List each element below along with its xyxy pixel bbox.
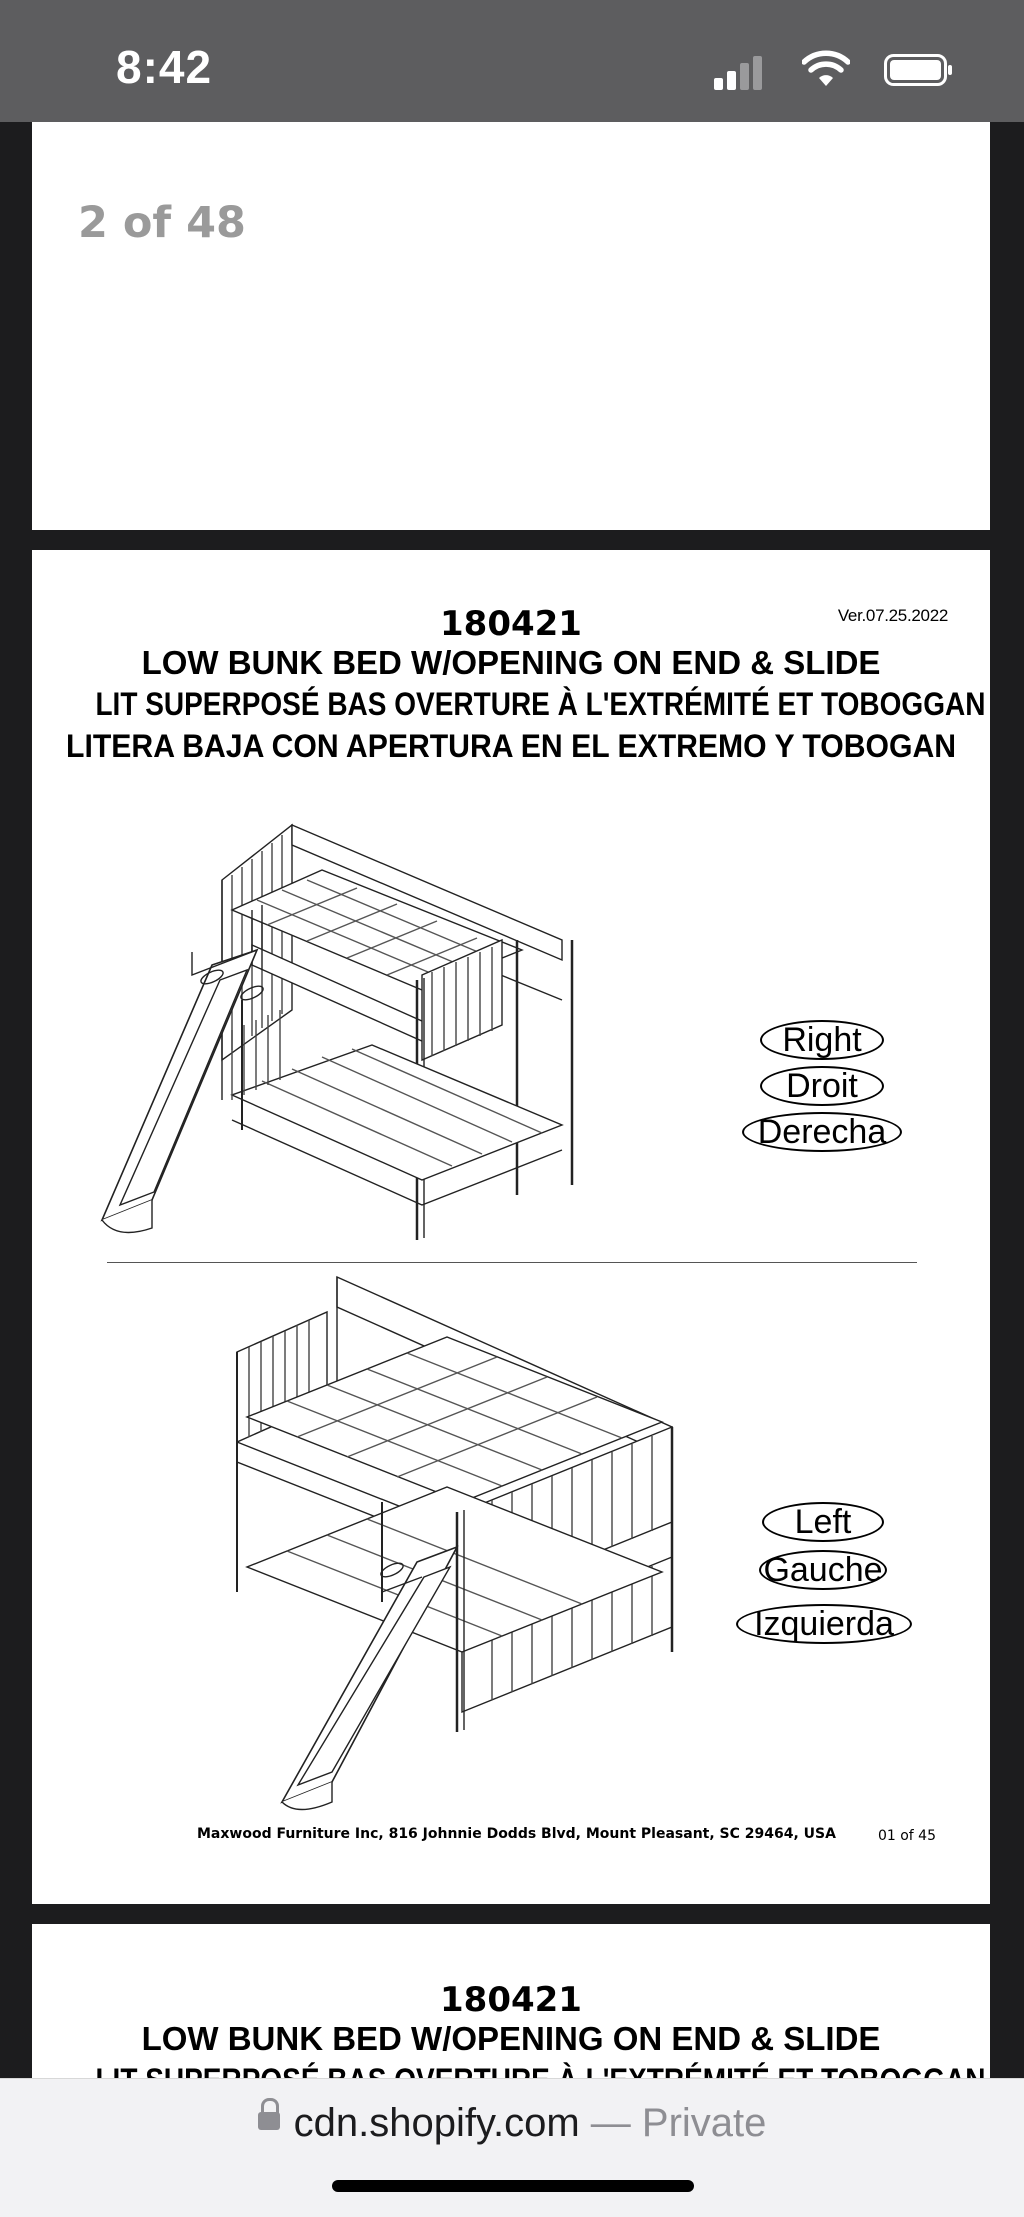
wifi-icon bbox=[802, 50, 850, 86]
version-label: Ver.07.25.2022 bbox=[837, 606, 948, 625]
illustration-divider bbox=[107, 1262, 917, 1263]
status-bar: 8:42 bbox=[0, 0, 1024, 122]
home-indicator[interactable] bbox=[332, 2180, 694, 2192]
right-bunk-bed-illustration bbox=[92, 800, 732, 1240]
page-indicator: 2 of 48 bbox=[78, 198, 246, 248]
pdf-page-cover[interactable]: 180421 Ver.07.25.2022 LOW BUNK BED W/OPE… bbox=[32, 550, 990, 1904]
status-icons bbox=[714, 50, 954, 90]
label-izquierda: Izquierda bbox=[736, 1604, 912, 1644]
privacy-label: Private bbox=[641, 2101, 767, 2145]
pdf-page-blank: 2 of 48 bbox=[32, 122, 990, 530]
url-separator: — bbox=[579, 2101, 642, 2145]
battery-icon bbox=[884, 54, 952, 86]
title-french: LIT SUPERPOSÉ BAS OVERTURE À L'EXTRÉMITÉ… bbox=[95, 686, 986, 722]
url-domain: cdn.shopify.com bbox=[293, 2101, 580, 2145]
next-title-french: LIT SUPERPOSÉ BAS OVERTURE À L'EXTRÉMITÉ… bbox=[32, 2062, 990, 2078]
lock-icon bbox=[257, 2098, 280, 2134]
footer-page-number: 01 of 45 bbox=[877, 1828, 936, 1844]
left-bunk-bed-illustration bbox=[232, 1272, 702, 1812]
label-derecha: Derecha bbox=[742, 1112, 902, 1152]
footer-address: Maxwood Furniture Inc, 816 Johnnie Dodds… bbox=[197, 1826, 836, 1842]
url-display[interactable]: cdn.shopify.com — Private bbox=[0, 2098, 1024, 2146]
label-droit: Droit bbox=[760, 1066, 884, 1106]
title-english: LOW BUNK BED W/OPENING ON END & SLIDE bbox=[141, 644, 881, 681]
title-spanish: LITERA BAJA CON APERTURA EN EL EXTREMO Y… bbox=[66, 728, 956, 764]
next-model-number: 180421 bbox=[440, 1980, 582, 2020]
next-title-english: LOW BUNK BED W/OPENING ON END & SLIDE bbox=[141, 2020, 881, 2057]
cellular-signal-icon bbox=[714, 50, 766, 90]
label-gauche: Gauche bbox=[759, 1550, 887, 1590]
model-number: 180421 bbox=[440, 604, 582, 644]
pdf-page-next[interactable]: 180421 LOW BUNK BED W/OPENING ON END & S… bbox=[32, 1924, 990, 2078]
address-bar[interactable]: cdn.shopify.com — Private bbox=[0, 2078, 1024, 2217]
label-right: Right bbox=[760, 1020, 884, 1060]
label-left: Left bbox=[762, 1502, 884, 1542]
status-time: 8:42 bbox=[116, 41, 213, 93]
